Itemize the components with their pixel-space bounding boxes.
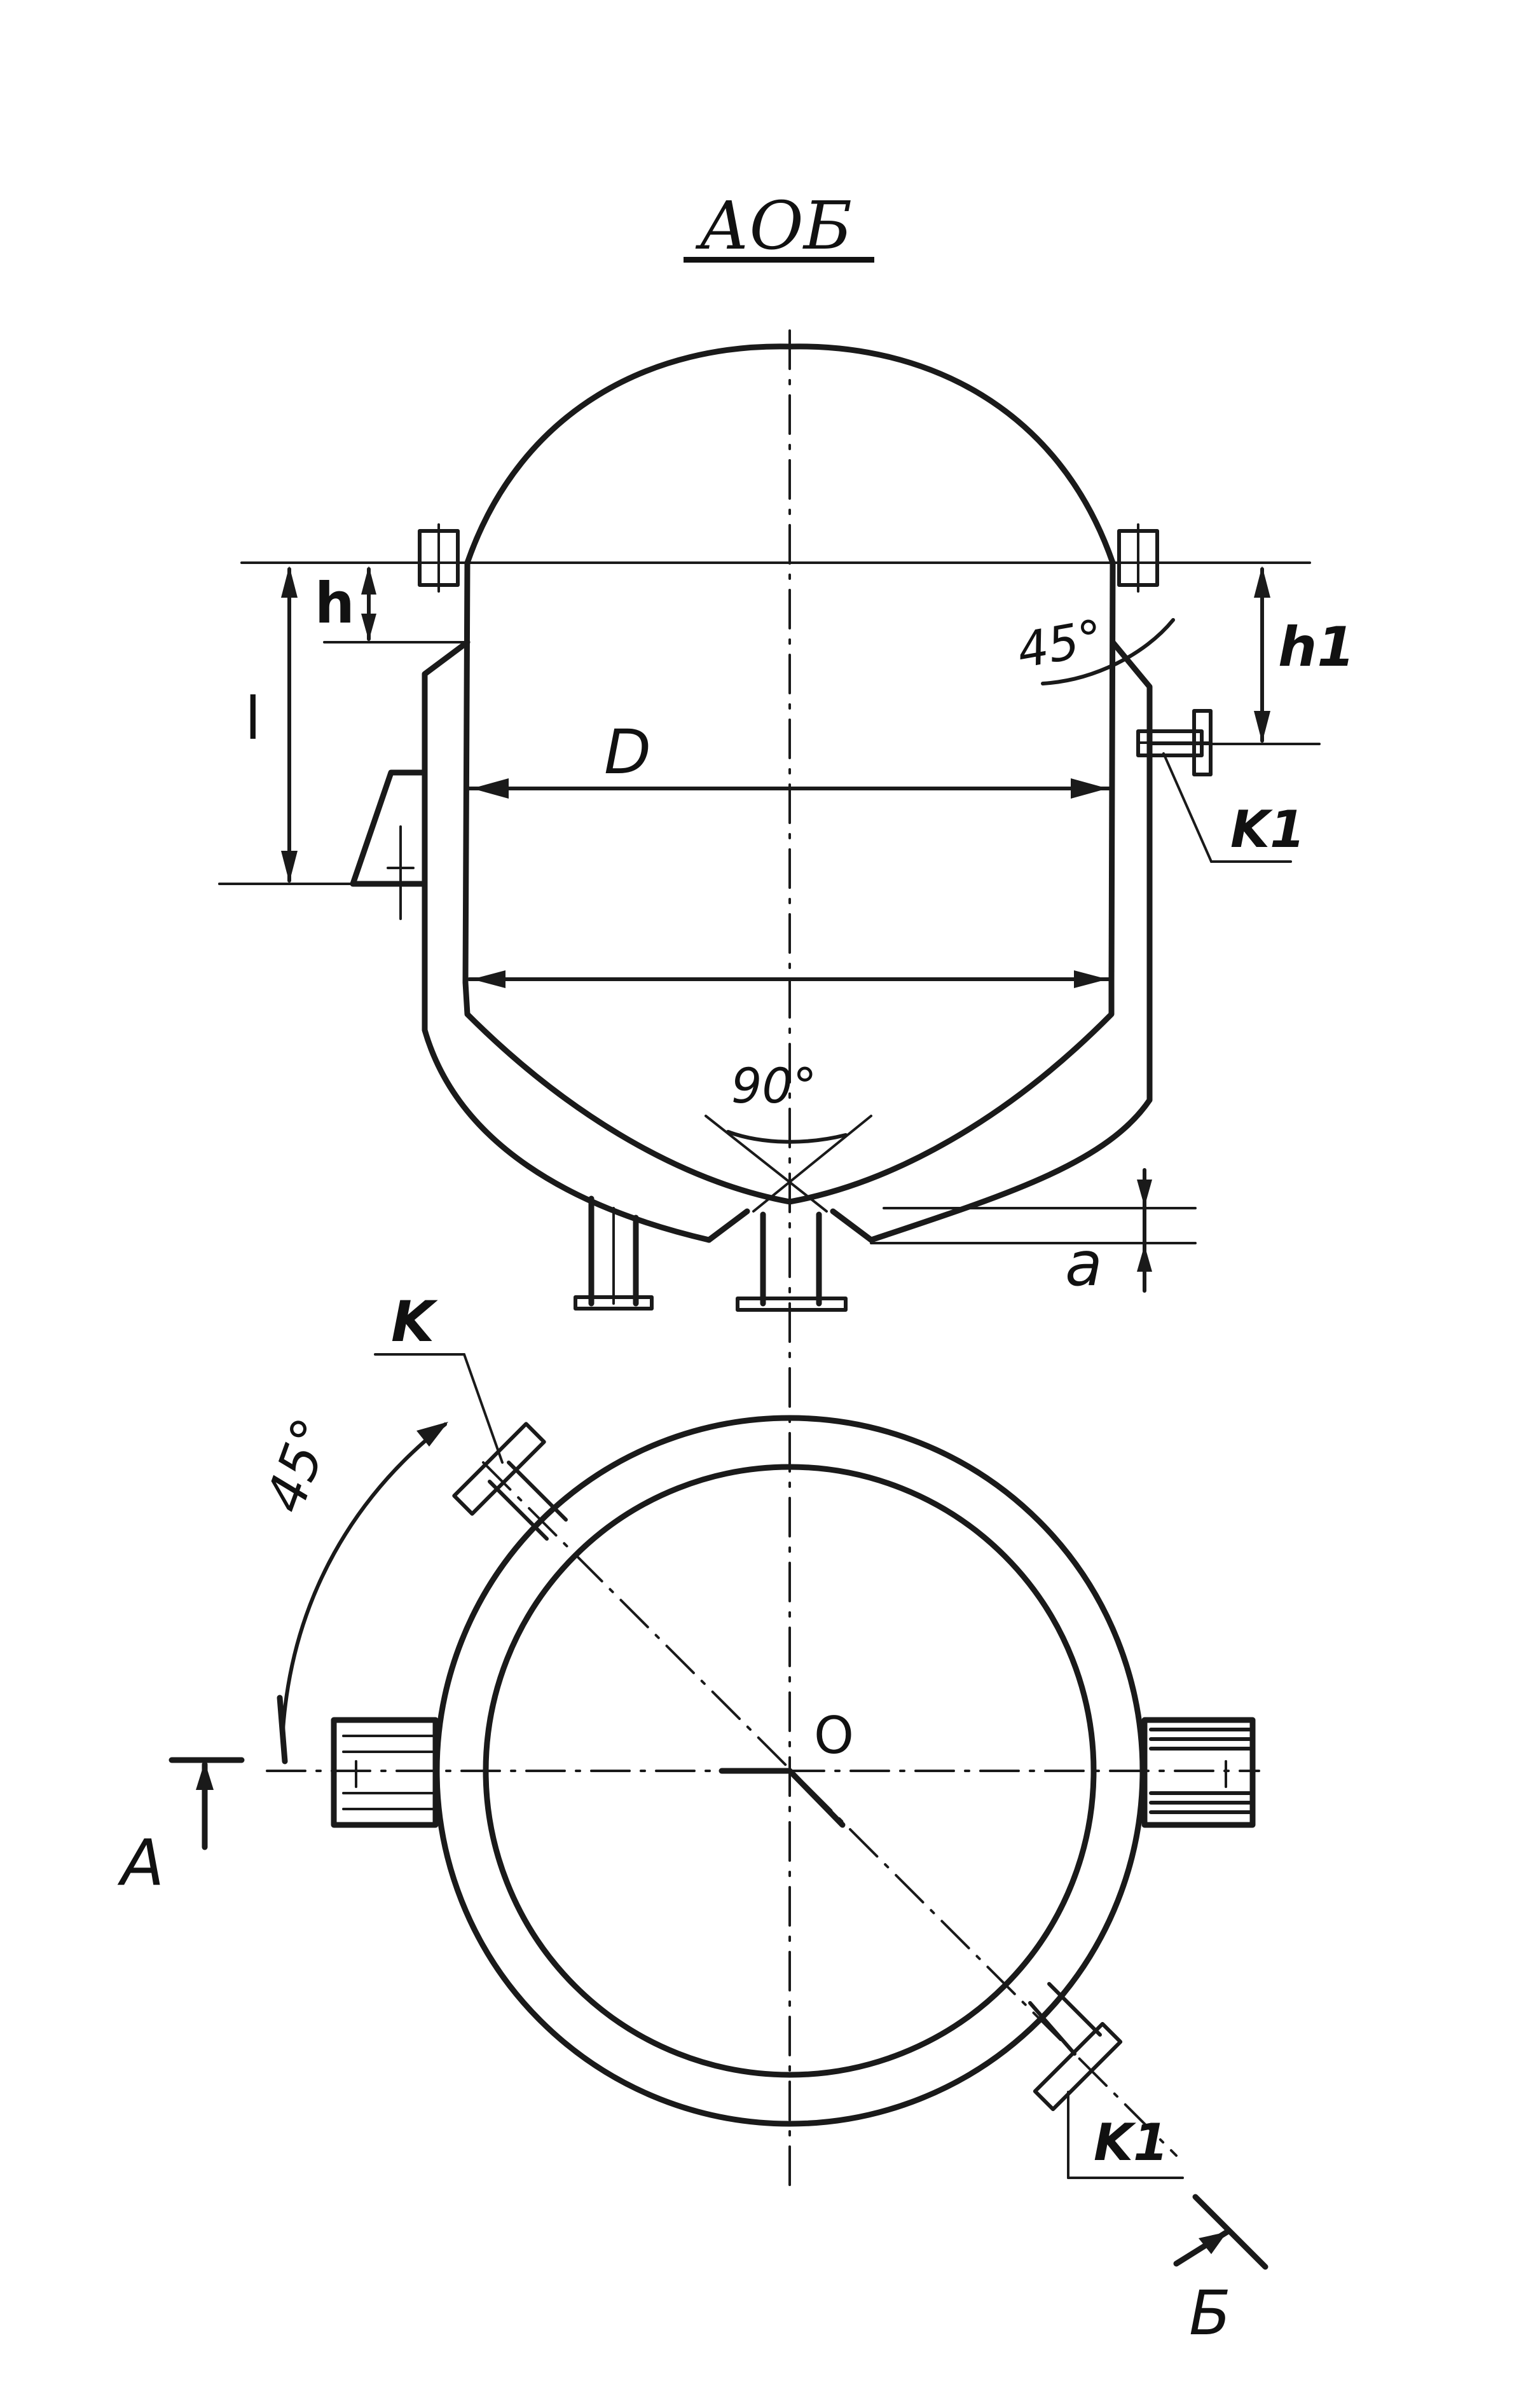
label-angle-45-top: 45° — [1013, 608, 1108, 680]
inner-shell-left — [462, 560, 471, 986]
jacket-left — [422, 639, 712, 1243]
angle-arc-90 — [726, 1130, 848, 1144]
angle-arc-45-top — [1041, 618, 1175, 685]
nozzle-k1-plan — [1028, 2001, 1076, 2056]
jacket-right — [868, 639, 1153, 1243]
label-k1-front: K1 — [1230, 800, 1305, 859]
angle-line-90b — [752, 1115, 872, 1213]
vessel-dome — [464, 343, 1116, 566]
angle-line-90a — [705, 1115, 828, 1213]
label-h: h — [315, 570, 355, 636]
label-center-o: O — [814, 1706, 854, 1765]
front-view — [218, 329, 1321, 2195]
label-l: l — [245, 685, 261, 753]
inner-bottom — [462, 979, 1115, 1205]
inner-circle — [483, 1464, 1097, 2078]
label-k1-plan: K1 — [1094, 2113, 1169, 2172]
support-lug-right — [1141, 1717, 1256, 1828]
label-angle-90: 90° — [731, 1057, 817, 1114]
inner-shell-right — [1108, 560, 1116, 986]
label-k: K — [391, 1289, 435, 1354]
drawing-title: АОБ — [699, 187, 853, 265]
label-section-a: A — [121, 1826, 165, 1900]
nozzle-k-plan — [488, 1480, 549, 1541]
label-h1: h1 — [1278, 616, 1356, 679]
angle-arc-45-plan — [281, 1422, 447, 1731]
label-a: a — [1065, 1228, 1103, 1300]
title-underline — [684, 257, 874, 263]
plan-view — [168, 1353, 1268, 2270]
support-lug-left — [331, 1717, 439, 1828]
label-diameter: D — [604, 717, 651, 788]
label-section-b: Б — [1189, 2278, 1231, 2349]
section-mark-b — [1192, 2194, 1268, 2270]
